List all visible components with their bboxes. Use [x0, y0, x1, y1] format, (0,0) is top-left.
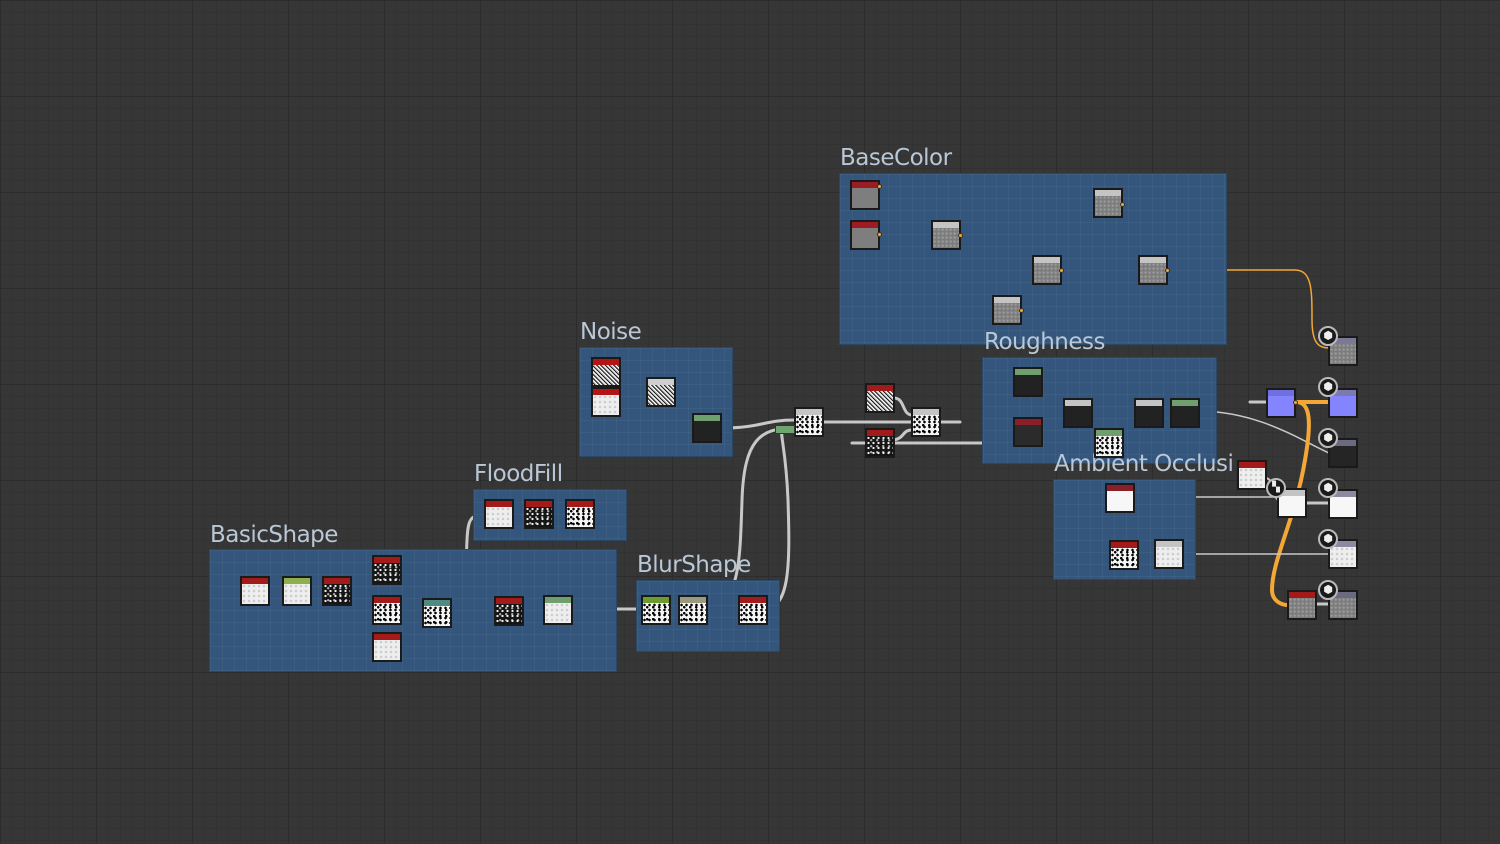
frame-title-ambient-occlusion: Ambient Occlusi	[1054, 451, 1234, 477]
node-blend[interactable]	[992, 295, 1022, 325]
frame-title-basecolor: BaseColor	[840, 145, 952, 171]
frame-basicshape[interactable]	[209, 549, 617, 672]
frame-title-blurshape: BlurShape	[637, 552, 751, 578]
wire	[892, 396, 914, 417]
node-blend[interactable]	[931, 220, 961, 250]
node-shape[interactable]	[240, 576, 270, 606]
output-height[interactable]	[1328, 590, 1358, 620]
node-blend[interactable]	[646, 377, 676, 407]
node-height-source[interactable]	[1287, 590, 1317, 620]
node-blend[interactable]	[1138, 255, 1168, 285]
wire	[1199, 410, 1330, 454]
node-levels[interactable]	[692, 413, 722, 443]
frame-title-floodfill: FloodFill	[474, 461, 563, 487]
node-blur[interactable]	[678, 595, 708, 625]
node-noise[interactable]	[1109, 540, 1139, 570]
node-blend[interactable]	[1093, 188, 1123, 218]
node-flood-fill-to-random[interactable]	[524, 499, 554, 529]
output-port[interactable]	[1019, 308, 1024, 313]
cube-icon: ⬢	[1318, 326, 1338, 346]
node-blend[interactable]	[1154, 539, 1184, 569]
node-levels[interactable]	[1170, 398, 1200, 428]
node-blend[interactable]	[794, 407, 824, 437]
node-blend[interactable]	[422, 598, 452, 628]
node-levels[interactable]	[1094, 428, 1124, 458]
node-edge-detect[interactable]	[494, 596, 524, 626]
node-uniform-color[interactable]	[850, 220, 880, 250]
node-pattern[interactable]	[372, 555, 402, 585]
node-blend[interactable]	[1032, 255, 1062, 285]
node-blend[interactable]	[911, 407, 941, 437]
output-port[interactable]	[1059, 268, 1064, 273]
node-pattern[interactable]	[372, 595, 402, 625]
node-blur[interactable]	[738, 595, 768, 625]
cube-icon: ⬢	[1318, 428, 1338, 448]
frame-title-noise: Noise	[580, 319, 642, 345]
node-uniform-color[interactable]	[1013, 417, 1043, 447]
node-uniform-color[interactable]	[850, 180, 880, 210]
output-port[interactable]	[1293, 400, 1298, 405]
output-basecolor[interactable]	[1328, 336, 1358, 366]
output-roughness[interactable]	[1328, 438, 1358, 468]
cube-icon: ⬢	[1318, 529, 1338, 549]
node-blend[interactable]	[1063, 398, 1093, 428]
node-tile-sampler[interactable]	[322, 576, 352, 606]
node-uniform-color[interactable]	[1105, 483, 1135, 513]
node-noise[interactable]	[591, 357, 621, 387]
frame-title-basicshape: BasicShape	[210, 522, 338, 548]
output-port[interactable]	[1120, 202, 1125, 207]
node-transform[interactable]	[282, 576, 312, 606]
output-port[interactable]	[877, 232, 882, 237]
node-levels[interactable]	[1013, 367, 1043, 397]
reroute-node[interactable]	[775, 425, 795, 434]
cube-icon: ⬢	[1318, 478, 1338, 498]
checker-icon: ▚	[1266, 478, 1286, 498]
node-normal[interactable]	[1266, 388, 1296, 418]
wire	[766, 428, 791, 610]
node-flood-fill[interactable]	[484, 499, 514, 529]
node-levels[interactable]	[543, 595, 573, 625]
node-blend[interactable]	[1134, 398, 1164, 428]
wire	[1269, 400, 1311, 607]
output-port[interactable]	[958, 233, 963, 238]
node-flood-fill-to-grayscale[interactable]	[565, 499, 595, 529]
wire	[892, 428, 914, 442]
node-blur[interactable]	[641, 595, 671, 625]
wire	[1167, 269, 1330, 349]
node-pattern[interactable]	[372, 632, 402, 662]
node-noise[interactable]	[865, 383, 895, 413]
frame-title-roughness: Roughness	[984, 329, 1105, 355]
cube-icon: ⬢	[1318, 580, 1338, 600]
node-bitmap[interactable]	[1277, 488, 1307, 518]
node-uniform-color[interactable]	[1237, 460, 1267, 490]
cube-icon: ⬢	[1318, 377, 1338, 397]
node-noise[interactable]	[865, 428, 895, 458]
node-noise[interactable]	[591, 387, 621, 417]
output-port[interactable]	[1165, 268, 1170, 273]
output-port[interactable]	[877, 184, 882, 189]
